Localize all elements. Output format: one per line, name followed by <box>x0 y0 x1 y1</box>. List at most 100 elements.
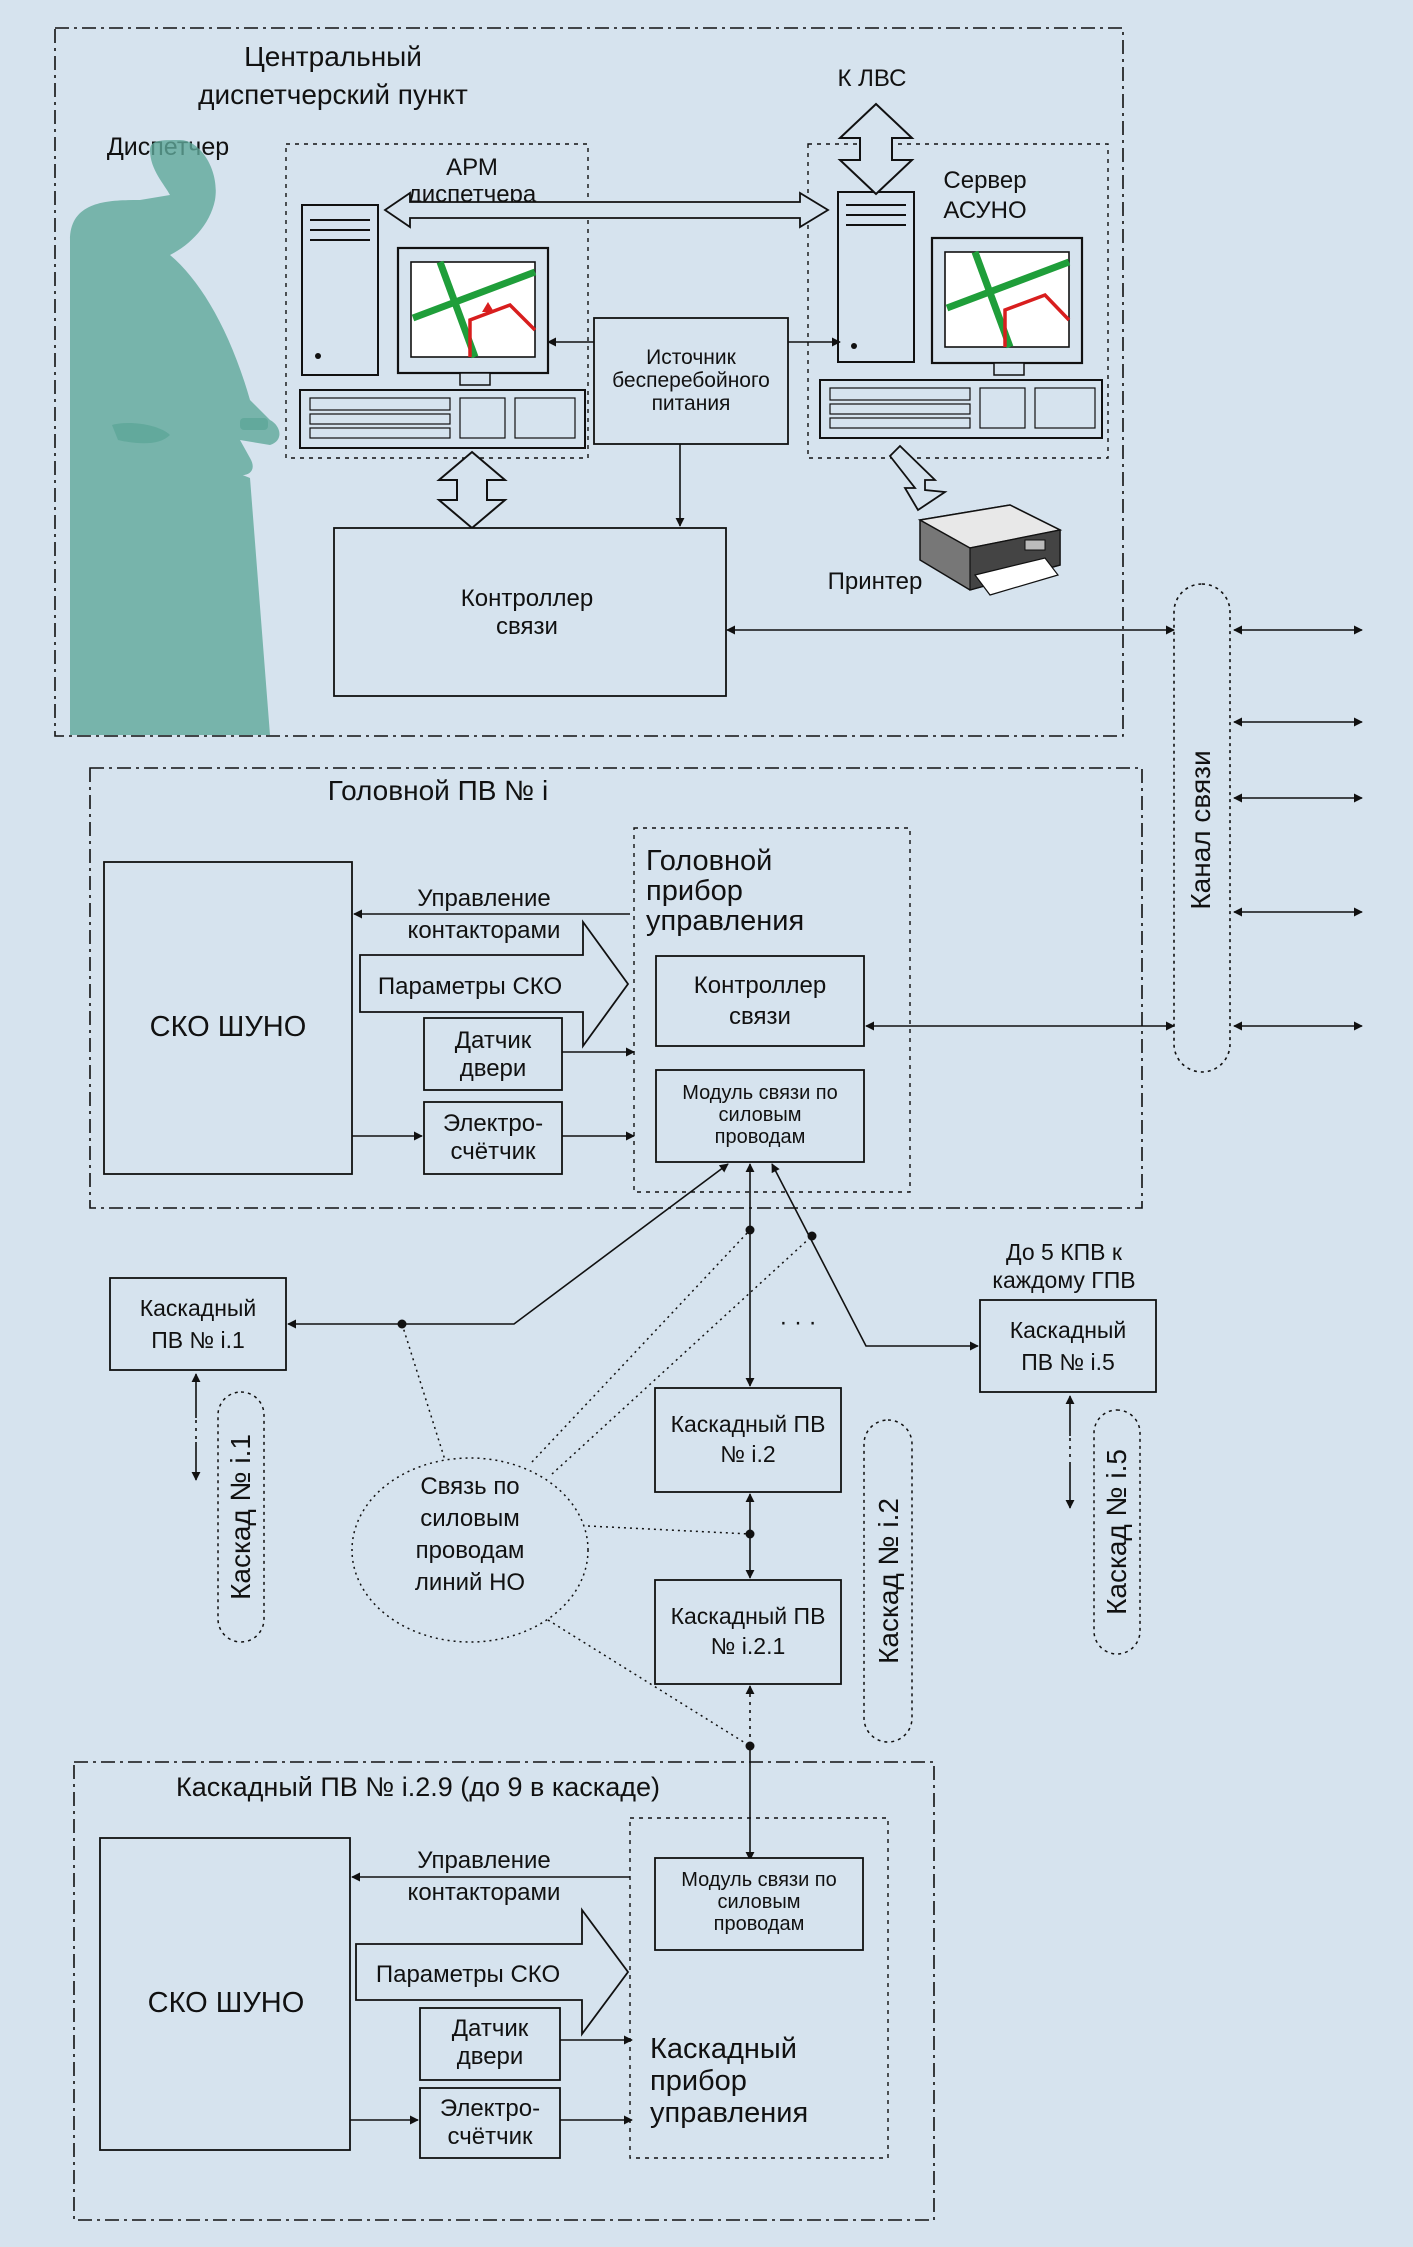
pv-i21-box <box>654 1579 842 1685</box>
central-controller-box <box>333 527 727 697</box>
cascade-note-line1: До 5 КПВ к <box>1006 1239 1123 1265</box>
head-controller-line1: Контроллер <box>694 972 826 999</box>
cascade-pv-i29-frame <box>73 1761 935 2221</box>
head-pv-title: Головной ПВ № i <box>328 775 548 806</box>
central-title-line1: Центральный <box>244 41 422 72</box>
pv-i1-line2: ПВ № i.1 <box>151 1327 245 1353</box>
cascade-pv-i29-title: Каскадный ПВ № i.2.9 (до 9 в каскаде) <box>176 1772 660 1802</box>
arm-computer-icon <box>299 204 586 449</box>
cascade-plc-line1: Модуль связи по <box>681 1869 837 1891</box>
head-plc-line3: проводам <box>715 1126 806 1148</box>
pv-i2-line2: № i.2 <box>720 1441 775 1467</box>
pv-i5-line1: Каскадный <box>1010 1317 1127 1343</box>
printer-label: Принтер <box>828 568 923 595</box>
central-controller-line2: связи <box>496 613 558 640</box>
plc-bubble-line2: силовым <box>420 1505 520 1532</box>
cascade-sko-label: СКО ШУНО <box>148 1987 305 2019</box>
head-meter-line2: счётчик <box>451 1138 536 1165</box>
head-device-line3: управления <box>646 905 804 937</box>
plc-bubble <box>351 1457 589 1643</box>
link-head-to-i1 <box>287 1163 729 1329</box>
head-ctrl-contactors-line1: Управление <box>417 885 550 912</box>
cascade-plc-line3: проводам <box>714 1913 805 1935</box>
comm-channel-label: Канал связи <box>1185 750 1216 909</box>
pv-i21-line2: № i.2.1 <box>711 1633 786 1659</box>
head-sko-label: СКО ШУНО <box>150 1011 307 1043</box>
cascade-i2-label: Каскад № i.2 <box>873 1498 904 1664</box>
pv-i5-line2: ПВ № i.5 <box>1021 1349 1115 1375</box>
head-ctrl-contactors-line2: контакторами <box>408 917 561 944</box>
head-params-arrow <box>359 919 630 1049</box>
server-computer-icon <box>819 191 1103 439</box>
cascade-pv-i29: Каскадный ПВ № i.2.9 (до 9 в каскаде) СК… <box>73 1761 935 2221</box>
cascade-meter-box <box>419 2087 561 2159</box>
cascade-i5-label: Каскад № i.5 <box>1101 1449 1132 1615</box>
central-dispatch-frame <box>54 27 1124 737</box>
more-ellipsis: · · · <box>779 1309 816 1336</box>
cascade-meter-line2: счётчик <box>448 2123 533 2150</box>
head-pv: Головной ПВ № i СКО ШУНО Управление конт… <box>89 767 1175 1209</box>
head-plc-line2: силовым <box>719 1104 802 1126</box>
cascade-sko-box <box>99 1837 351 2151</box>
arm-server-arrow <box>383 191 830 229</box>
dispatcher-person-icon <box>70 140 280 735</box>
plc-bubble-line4: линий НО <box>415 1569 525 1596</box>
central-controller-line1: Контроллер <box>461 585 593 612</box>
head-sko-box <box>103 861 353 1175</box>
cascade-device-line1: Каскадный <box>650 2033 797 2065</box>
ups-box <box>593 317 789 445</box>
comm-channel: Канал связи <box>1173 583 1363 1073</box>
ups-line1: Источник <box>646 346 736 369</box>
cascade-params-label: Параметры СКО <box>376 1961 560 1988</box>
head-meter-line1: Электро- <box>443 1110 543 1137</box>
pv-i2-box <box>654 1387 842 1493</box>
cascade-meter-line1: Электро- <box>440 2095 540 2122</box>
central-title-line2: диспетчерский пункт <box>198 79 468 110</box>
cascade-plc-module-box <box>654 1857 864 1951</box>
head-meter-box <box>423 1101 563 1175</box>
cascade-i1-capsule <box>217 1391 265 1643</box>
link-head-to-i5 <box>771 1163 979 1351</box>
head-plc-module-box <box>655 1069 865 1163</box>
cascade-device-line2: прибор <box>650 2065 747 2097</box>
cascade-params-arrow <box>355 1907 630 2037</box>
lan-label: К ЛВС <box>838 65 907 92</box>
head-door-line2: двери <box>460 1055 527 1082</box>
cascade-ctrl-contactors-line1: Управление <box>417 1847 550 1874</box>
head-controller-box <box>655 955 865 1047</box>
cascade-i2-capsule <box>863 1419 913 1743</box>
cascade-i1-label: Каскад № i.1 <box>225 1434 256 1600</box>
pv-i5-box <box>979 1299 1157 1393</box>
pv-i21-line1: Каскадный ПВ <box>671 1603 826 1629</box>
server-frame <box>807 143 1109 459</box>
cascade-plc-line2: силовым <box>718 1891 801 1913</box>
pv-i1-box <box>109 1277 287 1371</box>
head-door-sensor-box <box>423 1017 563 1091</box>
pv-i1-line1: Каскадный <box>140 1295 257 1321</box>
cascade-door-line2: двери <box>457 2043 524 2070</box>
head-device-line2: прибор <box>646 875 743 907</box>
central-dispatch: Центральный диспетчерский пункт Диспетче… <box>54 27 1124 737</box>
plc-leader-lines <box>401 1229 813 1747</box>
head-controller-line2: связи <box>729 1003 791 1030</box>
pv-i2-line1: Каскадный ПВ <box>671 1411 826 1437</box>
server-label-line2: АСУНО <box>943 197 1026 224</box>
arm-frame <box>285 143 589 459</box>
junction-dot <box>745 1741 755 1751</box>
cascade-note-line2: каждому ГПВ <box>992 1267 1135 1293</box>
printer-icon <box>917 504 1063 596</box>
cascade-i5-capsule <box>1093 1409 1141 1655</box>
plc-bubble-line1: Связь по <box>420 1473 519 1500</box>
cascade-door-line1: Датчик <box>452 2015 529 2042</box>
head-device-line1: Головной <box>646 845 772 877</box>
lan-double-arrow <box>837 102 915 196</box>
plc-bubble-line3: проводам <box>416 1537 525 1564</box>
server-label-line1: Сервер <box>943 167 1026 194</box>
arm-label-line1: АРМ <box>446 154 498 181</box>
ups-line3: питания <box>652 392 731 415</box>
cascade-ctrl-contactors-line2: контакторами <box>408 1879 561 1906</box>
cascade-network: · · · До 5 КПВ к каждому ГПВ Каскадный П… <box>109 1163 1157 1861</box>
ups-line2: бесперебойного <box>612 369 770 392</box>
cascade-device-frame <box>629 1817 889 2159</box>
